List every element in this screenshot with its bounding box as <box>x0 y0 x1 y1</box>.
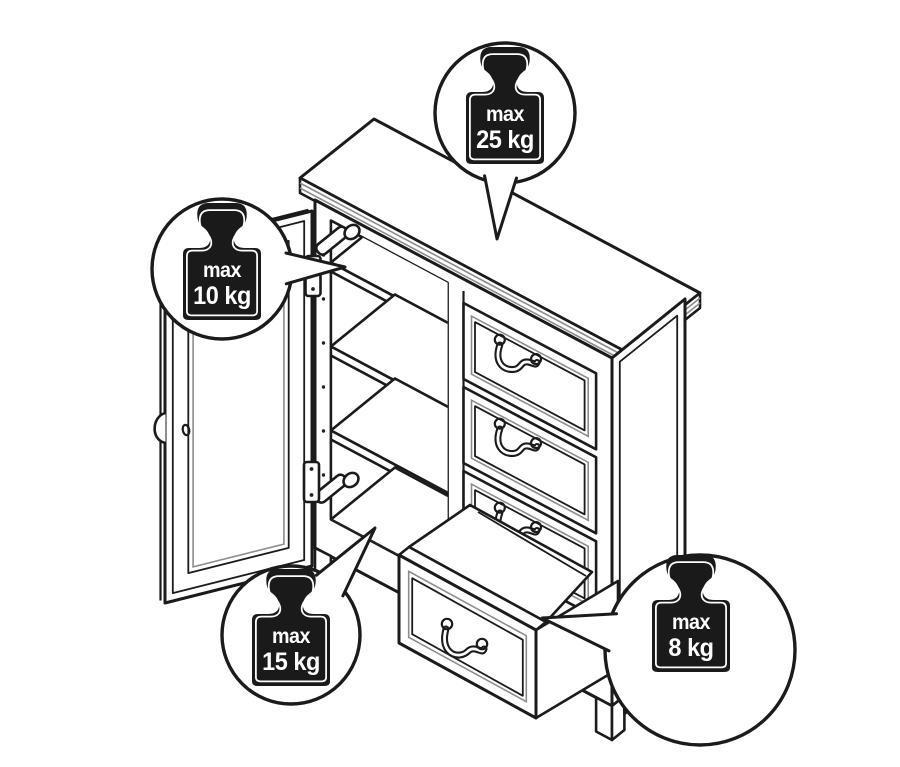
callout-max-label: max <box>203 259 242 282</box>
door-knob-icon <box>153 411 166 445</box>
callout-value: 15 kg <box>262 648 320 676</box>
keyhole-icon <box>181 423 191 437</box>
callout-max-label: max <box>486 103 525 126</box>
callout-max-label: max <box>272 625 311 648</box>
callout-max-label: max <box>672 611 711 634</box>
callout-value: 8 kg <box>668 634 713 662</box>
hinge-bottom <box>302 460 360 504</box>
callout-bottom-compartment-15kg: max 15 kg <box>220 526 377 706</box>
callout-shelf-10kg: max 10 kg <box>150 197 347 341</box>
drawer-handle <box>440 617 489 659</box>
callout-top-panel-25kg: max 25 kg <box>433 41 577 241</box>
callout-value: 10 kg <box>193 282 251 310</box>
callout-drawer-8kg: max 8 kg <box>540 553 797 747</box>
callout-value: 25 kg <box>476 126 534 154</box>
front-right-leg <box>594 696 614 742</box>
